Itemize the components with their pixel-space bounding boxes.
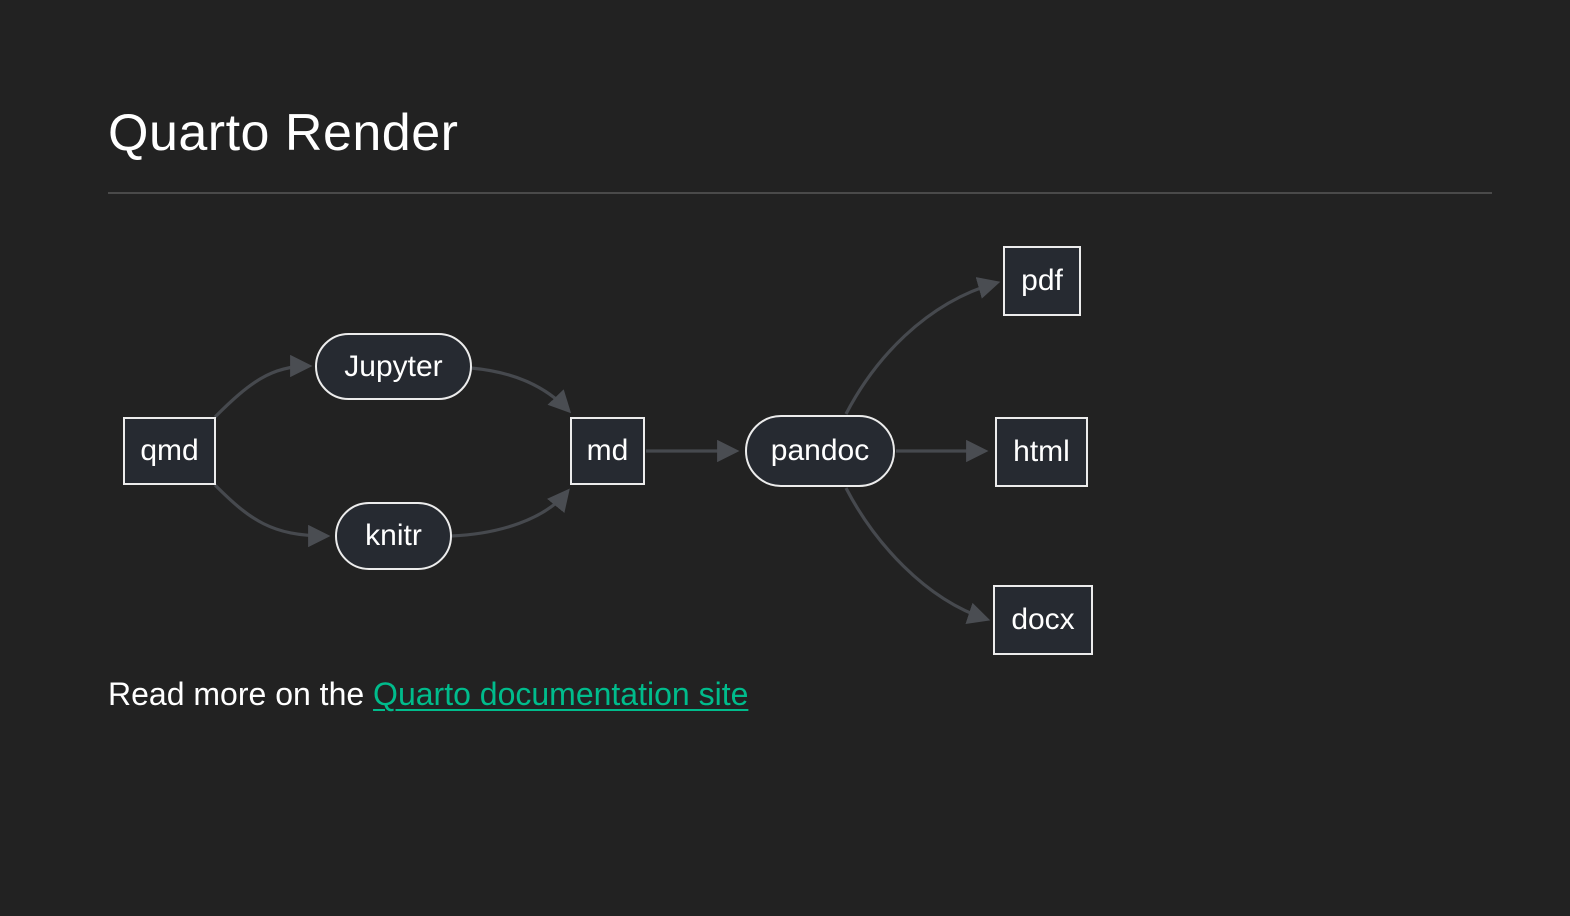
quarto-docs-link[interactable]: Quarto documentation site [373, 676, 749, 712]
node-pandoc-label: pandoc [770, 434, 870, 467]
node-md: md [570, 417, 645, 485]
node-pdf: pdf [1003, 246, 1081, 316]
edge-qmd-jupyter [213, 354, 313, 419]
node-jupyter-label: Jupyter [344, 349, 443, 383]
node-pandoc: pandoc [745, 415, 895, 487]
edge-pandoc-docx [844, 487, 991, 625]
node-qmd: qmd [123, 417, 216, 485]
node-knitr: knitr [335, 502, 452, 570]
edge-qmd-knitr [213, 483, 331, 548]
node-pdf-label: pdf [1021, 264, 1063, 297]
node-md-label: md [586, 434, 629, 467]
edge-jupyter-md [470, 366, 572, 414]
node-knitr-label: knitr [365, 519, 422, 552]
node-html-label: html [1013, 435, 1070, 468]
node-html: html [995, 417, 1088, 487]
node-jupyter: Jupyter [315, 333, 472, 400]
read-more-prefix: Read more on the [108, 676, 374, 712]
page-title: Quarto Render [108, 104, 459, 162]
read-more-text: Read more on the Quarto documentation si… [108, 674, 748, 716]
node-docx-label: docx [1011, 603, 1075, 636]
node-qmd-label: qmd [140, 434, 199, 467]
node-docx: docx [993, 585, 1093, 655]
edge-pandoc-pdf [844, 277, 1001, 415]
title-divider [108, 192, 1492, 194]
edge-knitr-md [450, 488, 570, 538]
